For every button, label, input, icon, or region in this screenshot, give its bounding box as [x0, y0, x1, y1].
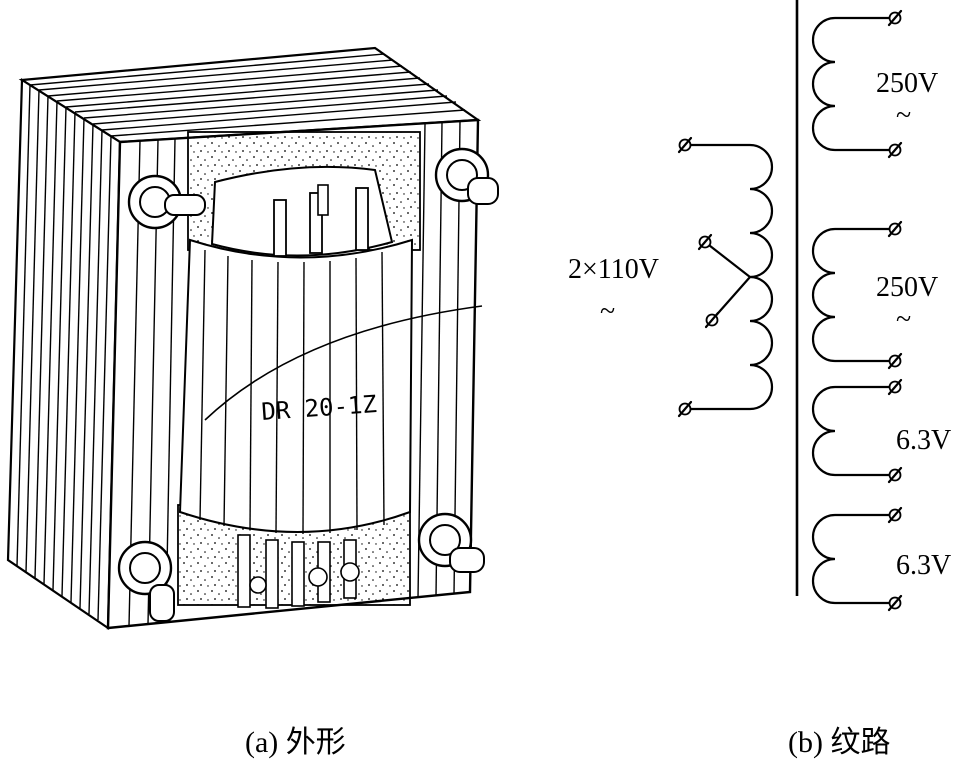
transformer-illustration: DR 20-1Z [6, 46, 499, 631]
mounting-bolt-bottom-right [417, 512, 485, 573]
secondary-2-voltage-label: 250V [876, 272, 938, 303]
secondary-winding-4: 6.3V [811, 506, 951, 612]
secondary-2-ac-symbol: ~ [896, 304, 911, 335]
secondary-4-voltage-label: 6.3V [896, 550, 951, 581]
primary-terminals [677, 136, 720, 418]
mounting-bolt-top-right [434, 147, 499, 205]
secondary-winding-3: 6.3V [811, 378, 951, 484]
mounting-bolt-top-left [127, 174, 206, 230]
coil-wrap-lines [199, 249, 385, 535]
secondary-1-ac-symbol: ~ [896, 100, 911, 131]
lamination-lines-top [29, 53, 466, 137]
primary-center-taps [703, 240, 752, 322]
secondary-1-voltage-label: 250V [876, 68, 938, 99]
secondary-3-voltage-label: 6.3V [896, 425, 951, 456]
lead-wire [204, 305, 483, 421]
mounting-bolt-bottom-left [117, 540, 175, 622]
coil-window [210, 165, 394, 257]
solder-lugs-top [273, 184, 369, 257]
primary-voltage-label: 2×110V [568, 254, 659, 285]
terminal-pins-bottom [237, 534, 360, 609]
caption-b: (b) 纹路 [788, 726, 890, 759]
primary-ac-symbol: ~ [600, 296, 615, 327]
coil-wrap [178, 238, 414, 533]
caption-a: (a) 外形 [245, 726, 346, 759]
primary-coil [683, 143, 774, 411]
primary-winding: 2×110V ~ [568, 136, 774, 418]
secondary-winding-1: 250V ~ [811, 9, 938, 159]
winding-schematic: 2×110V ~ 250V ~ 250V ~ 6.3V [568, 0, 951, 612]
secondary-winding-2: 250V ~ [811, 220, 938, 370]
lamination-lines-side [16, 84, 112, 621]
